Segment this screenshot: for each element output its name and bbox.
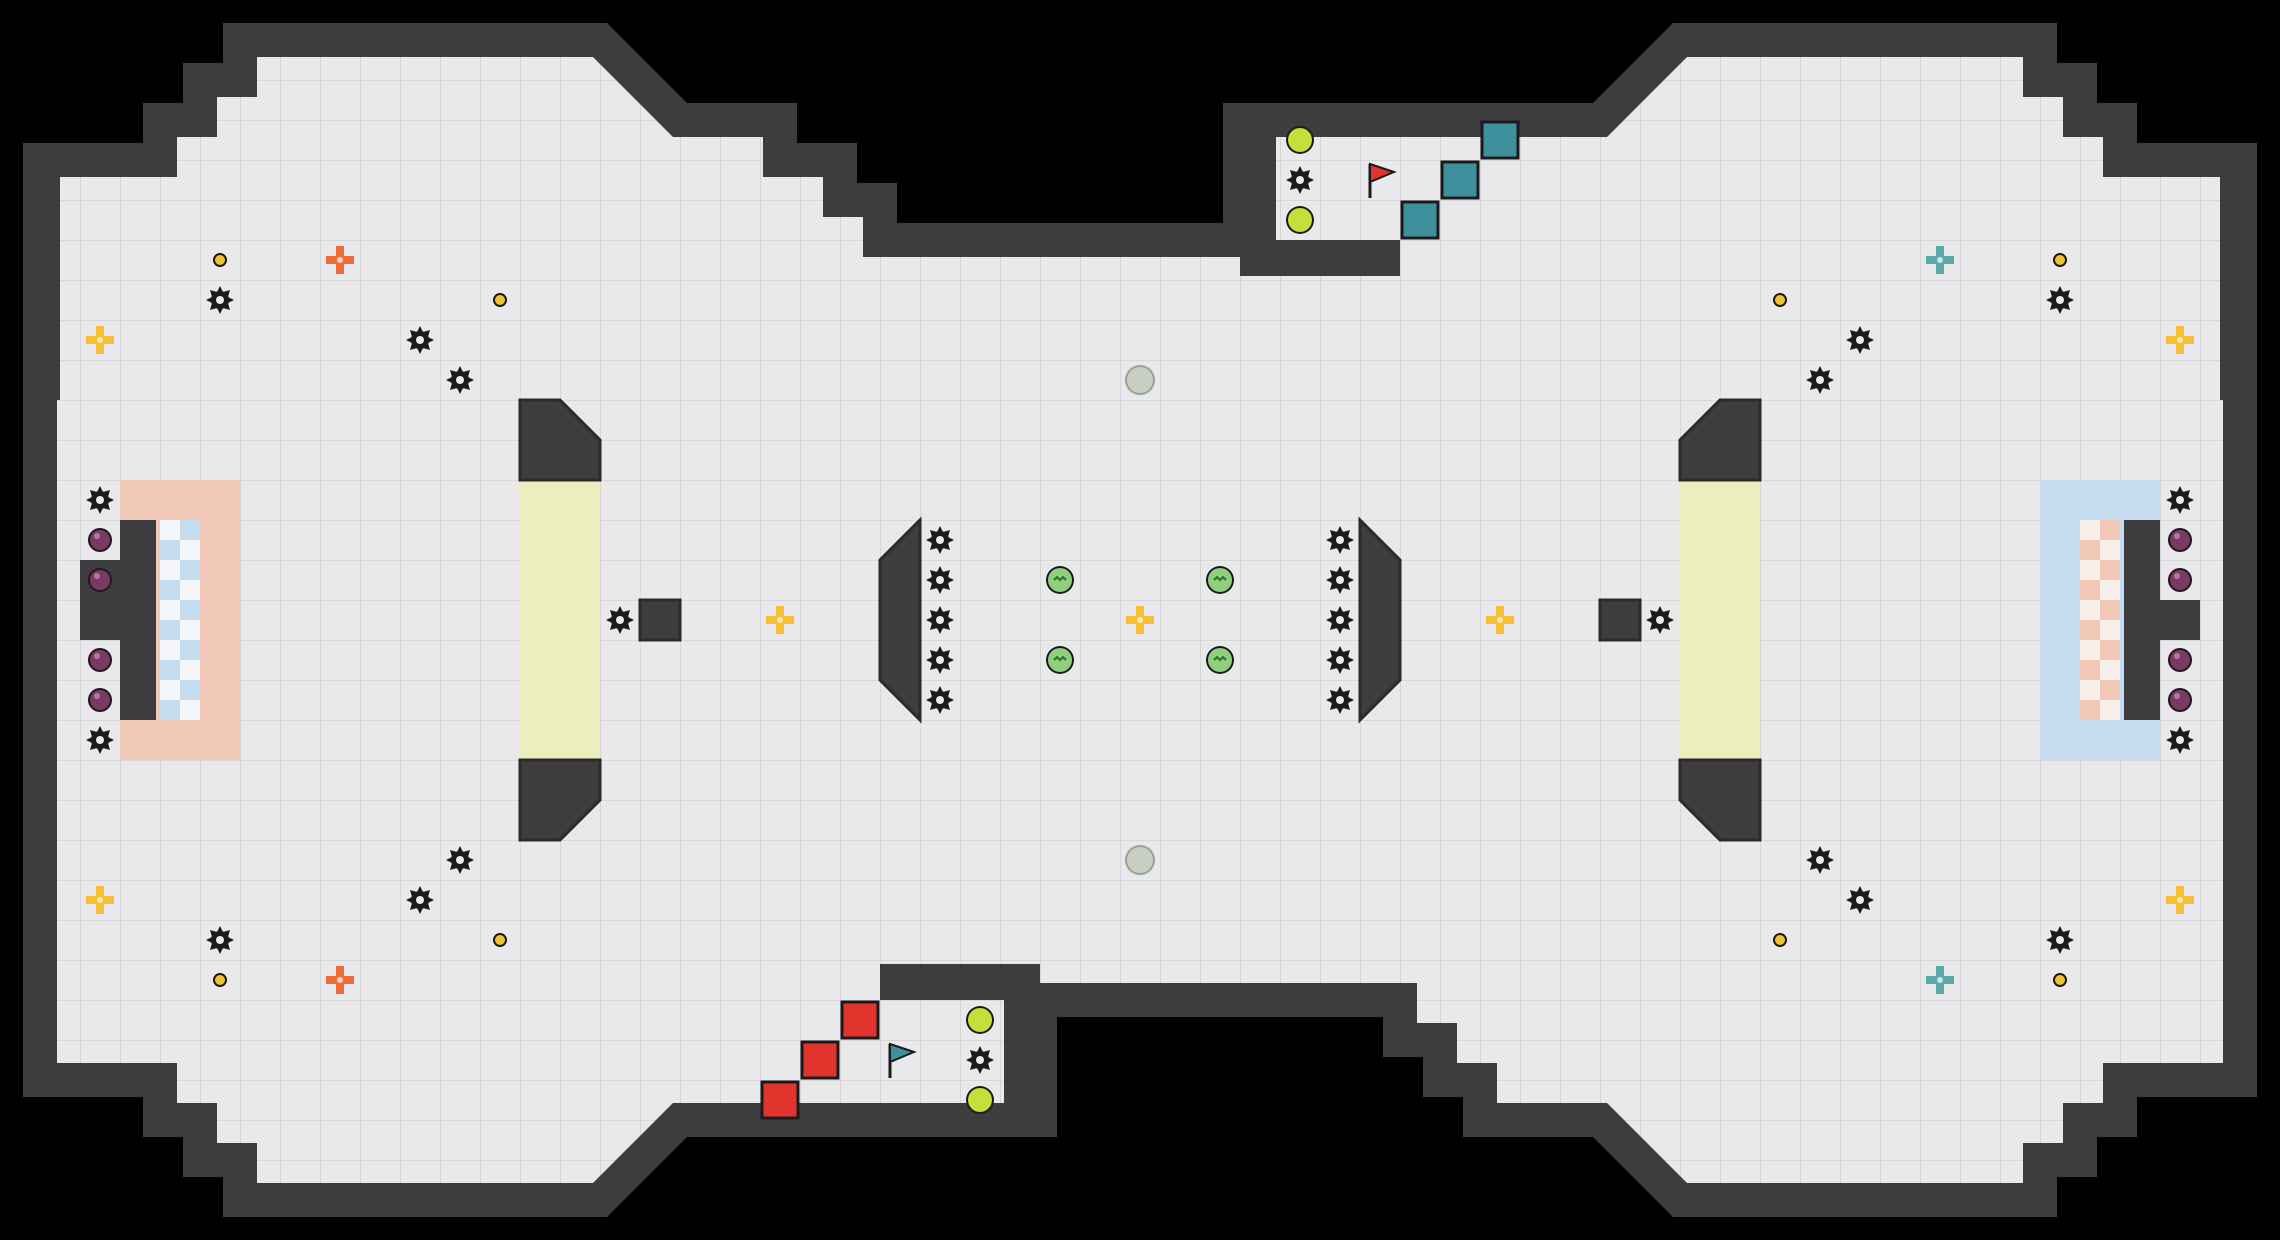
spike-icon xyxy=(1326,566,1354,594)
bomb-icon xyxy=(88,528,112,552)
powerup-icon xyxy=(1045,645,1075,675)
blue-team-tiles xyxy=(1400,120,1520,240)
spike-icon xyxy=(1846,326,1874,354)
spike-icon xyxy=(2166,726,2194,754)
spike-icon xyxy=(406,326,434,354)
bomb-icon xyxy=(88,648,112,672)
spike-icon xyxy=(1646,606,1674,634)
spike-icon xyxy=(406,886,434,914)
powerup-icon xyxy=(1205,645,1235,675)
powerup-icon xyxy=(966,1086,994,1114)
red-team-tiles xyxy=(760,1000,880,1120)
spike-icon xyxy=(2046,286,2074,314)
spike-icon xyxy=(446,366,474,394)
powerup-icon xyxy=(1205,565,1235,595)
spike-icon xyxy=(1846,886,1874,914)
spike-icon xyxy=(1806,366,1834,394)
spike-icon xyxy=(86,486,114,514)
spike-icon xyxy=(86,726,114,754)
spike-icon xyxy=(926,686,954,714)
spike-icon xyxy=(2046,926,2074,954)
powerup-icon xyxy=(1286,206,1314,234)
flag-icon[interactable] xyxy=(1368,162,1397,198)
left-gate-pillars xyxy=(518,398,602,842)
bomb-icon xyxy=(2168,688,2192,712)
spike-icon xyxy=(1326,686,1354,714)
right-gate-pillars xyxy=(1678,398,1762,842)
spike-icon xyxy=(606,606,634,634)
blue-endzone xyxy=(2040,480,2200,760)
bomb-icon xyxy=(88,568,112,592)
spike-icon xyxy=(1326,646,1354,674)
spike-icon xyxy=(206,286,234,314)
spike-icon xyxy=(926,646,954,674)
bomb-icon xyxy=(2168,528,2192,552)
gate-tile xyxy=(520,480,600,760)
center-left-wedge xyxy=(878,516,922,724)
spike-icon xyxy=(1286,166,1314,194)
center-right-wedge xyxy=(1358,516,1402,724)
spike-icon xyxy=(1806,846,1834,874)
bomb-icon xyxy=(2168,568,2192,592)
portal-icon[interactable] xyxy=(1125,365,1155,395)
gate-tile xyxy=(1680,480,1760,760)
spike-icon xyxy=(2166,486,2194,514)
portal-icon[interactable] xyxy=(1125,845,1155,875)
spike-icon xyxy=(1326,526,1354,554)
flag-icon[interactable] xyxy=(888,1042,917,1078)
wall-block xyxy=(1598,598,1642,642)
small-pads xyxy=(213,253,2067,987)
bomb-icon xyxy=(88,688,112,712)
powerup-icon xyxy=(1286,126,1314,154)
spike-icon xyxy=(926,566,954,594)
spike-icon xyxy=(446,846,474,874)
powerup-icon xyxy=(1045,565,1075,595)
spike-icon xyxy=(1326,606,1354,634)
spike-icon xyxy=(206,926,234,954)
top-base-walls xyxy=(1240,120,1400,276)
spike-icon xyxy=(926,526,954,554)
bomb-icon xyxy=(2168,648,2192,672)
spike-icon xyxy=(966,1046,994,1074)
wall-block xyxy=(638,598,682,642)
red-endzone xyxy=(80,480,240,760)
spike-icon xyxy=(926,606,954,634)
bottom-base-walls xyxy=(880,964,1040,1120)
powerup-icon xyxy=(966,1006,994,1034)
